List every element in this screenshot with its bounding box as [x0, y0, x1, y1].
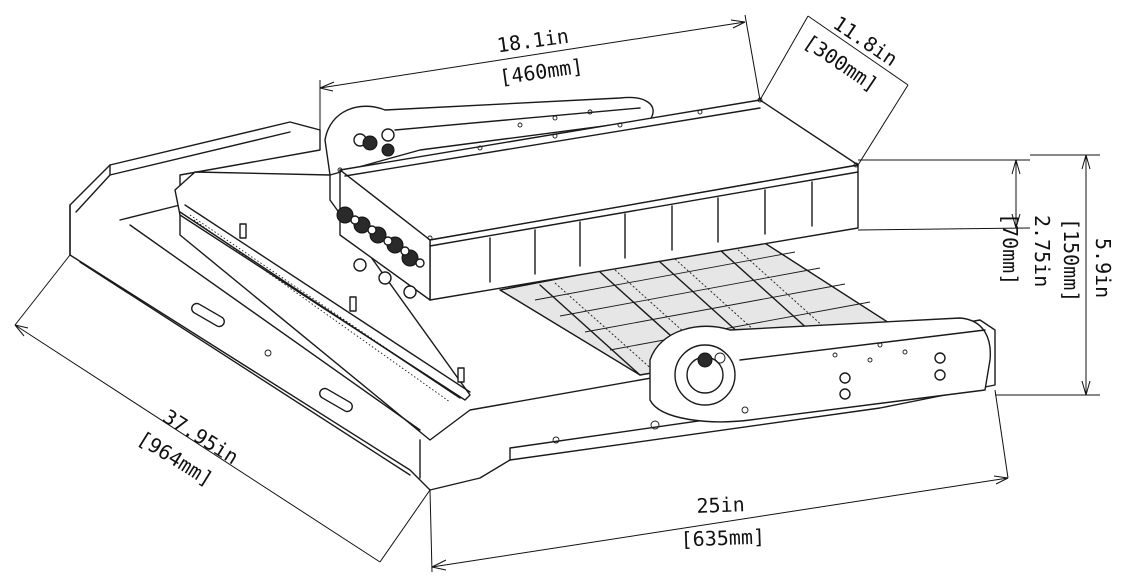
- driver-box: [336, 97, 859, 301]
- dim-height-total-metric: [150mm]: [1059, 218, 1083, 302]
- dim-height-driver-metric: [70mm]: [998, 213, 1022, 285]
- left-rail: [174, 171, 471, 403]
- dim-front-width-metric: [635mm]: [680, 525, 765, 552]
- dim-height-total-imperial: 5.9in: [1091, 238, 1115, 298]
- dim-width-top-imperial: 18.1in: [495, 24, 570, 58]
- dim-front-width-imperial: 25in: [696, 492, 745, 518]
- front-bracket: [649, 317, 992, 430]
- dim-height-driver-imperial: 2.75in: [1030, 215, 1054, 287]
- dim-width-top-metric: [460mm]: [498, 54, 585, 89]
- dimension-lines: [14, 14, 1100, 573]
